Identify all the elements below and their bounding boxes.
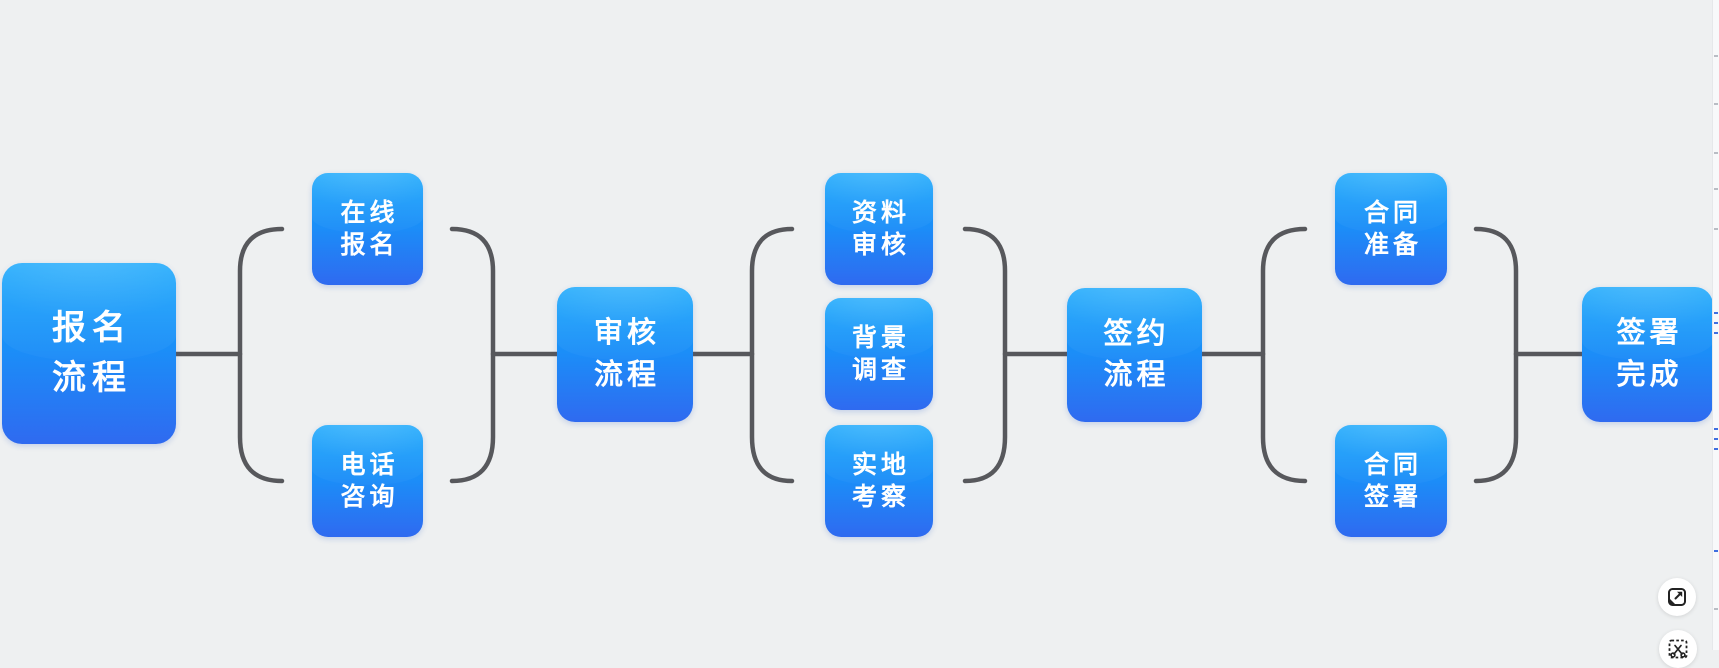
node-signing-process[interactable]: 签约 流程 <box>1067 288 1202 422</box>
node-root-signup-process[interactable]: 报名 流程 <box>2 263 176 444</box>
node-label: 报名 <box>52 309 132 348</box>
node-label: 电话 <box>340 451 399 479</box>
node-contract-prep[interactable]: 合同 准备 <box>1335 173 1447 285</box>
node-label: 咨询 <box>340 483 399 511</box>
node-label: 完成 <box>1616 358 1683 391</box>
node-label: 背景 <box>851 324 910 352</box>
node-label: 签约 <box>1103 317 1170 350</box>
node-label: 在线 <box>340 199 399 227</box>
panel-edge-mark <box>1714 188 1718 190</box>
expand-icon <box>1668 588 1686 606</box>
node-contract-sign[interactable]: 合同 签署 <box>1335 425 1447 537</box>
node-label: 审核 <box>593 317 660 350</box>
panel-edge-mark <box>1714 428 1718 430</box>
node-review-process[interactable]: 审核 流程 <box>557 287 693 422</box>
node-label: 流程 <box>593 358 660 391</box>
node-label: 资料 <box>851 199 910 227</box>
panel-edge-mark <box>1714 322 1718 324</box>
node-label: 合同 <box>1363 199 1422 227</box>
panel-edge-mark <box>1714 438 1718 440</box>
snip-scissors-icon <box>1668 639 1688 659</box>
node-label: 审核 <box>851 231 910 259</box>
node-signing-complete[interactable]: 签署 完成 <box>1582 287 1713 422</box>
node-site-inspection[interactable]: 实地 考察 <box>825 425 933 537</box>
panel-edge-mark <box>1714 152 1718 154</box>
node-label: 报名 <box>340 231 399 259</box>
panel-edge-mark <box>1714 550 1718 552</box>
node-label: 签署 <box>1363 483 1422 511</box>
node-document-review[interactable]: 资料 审核 <box>825 173 933 285</box>
panel-edge-mark <box>1714 228 1718 230</box>
panel-edge-mark <box>1714 448 1718 450</box>
panel-edge-mark <box>1714 103 1718 105</box>
node-label: 实地 <box>851 451 910 479</box>
panel-edge-mark <box>1714 55 1718 57</box>
node-label: 签署 <box>1616 317 1683 350</box>
node-label: 合同 <box>1363 451 1422 479</box>
right-edge-panel-sliver <box>1712 0 1719 650</box>
node-label: 考察 <box>851 483 910 511</box>
screenshot-button[interactable] <box>1659 630 1697 668</box>
node-label: 流程 <box>1103 359 1170 391</box>
panel-edge-mark <box>1714 608 1718 610</box>
node-label: 流程 <box>52 358 132 397</box>
panel-edge-mark <box>1714 332 1718 334</box>
node-label: 调查 <box>851 356 910 384</box>
panel-edge-mark <box>1714 312 1718 314</box>
node-background-check[interactable]: 背景 调查 <box>825 298 933 410</box>
node-phone-consult[interactable]: 电话 咨询 <box>312 425 423 537</box>
fullscreen-button[interactable] <box>1658 578 1696 616</box>
node-label: 准备 <box>1363 231 1422 259</box>
node-online-signup[interactable]: 在线 报名 <box>312 173 423 285</box>
